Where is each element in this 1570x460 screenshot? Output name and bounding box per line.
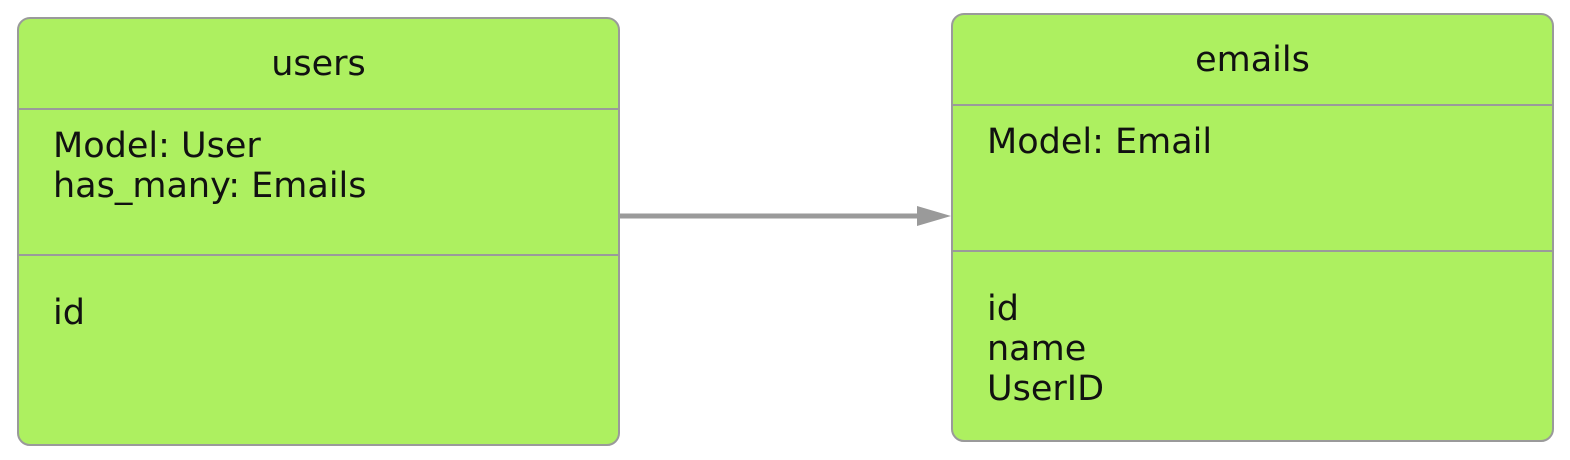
meta-line: Model: Email — [987, 122, 1213, 162]
field-item: id — [987, 289, 1019, 329]
entity-title: emails — [1195, 40, 1310, 80]
entity-emails[interactable]: emails Model: Email id name UserID — [951, 13, 1554, 442]
divider — [953, 104, 1552, 106]
field-item: id — [53, 293, 85, 333]
entity-users[interactable]: users Model: User has_many: Emails id — [17, 17, 620, 446]
entity-meta: Model: Email — [987, 122, 1532, 162]
entity-title: users — [271, 44, 366, 84]
entity-fields: id — [53, 293, 598, 333]
arrowhead-icon — [917, 206, 951, 226]
entity-fields: id name UserID — [987, 289, 1532, 409]
entity-meta: Model: User has_many: Emails — [53, 126, 598, 206]
divider — [953, 250, 1552, 252]
meta-line: Model: User — [53, 126, 261, 166]
field-item: UserID — [987, 369, 1105, 409]
meta-line: has_many: Emails — [53, 166, 367, 206]
divider — [19, 108, 618, 110]
field-item: name — [987, 329, 1087, 369]
divider — [19, 254, 618, 256]
